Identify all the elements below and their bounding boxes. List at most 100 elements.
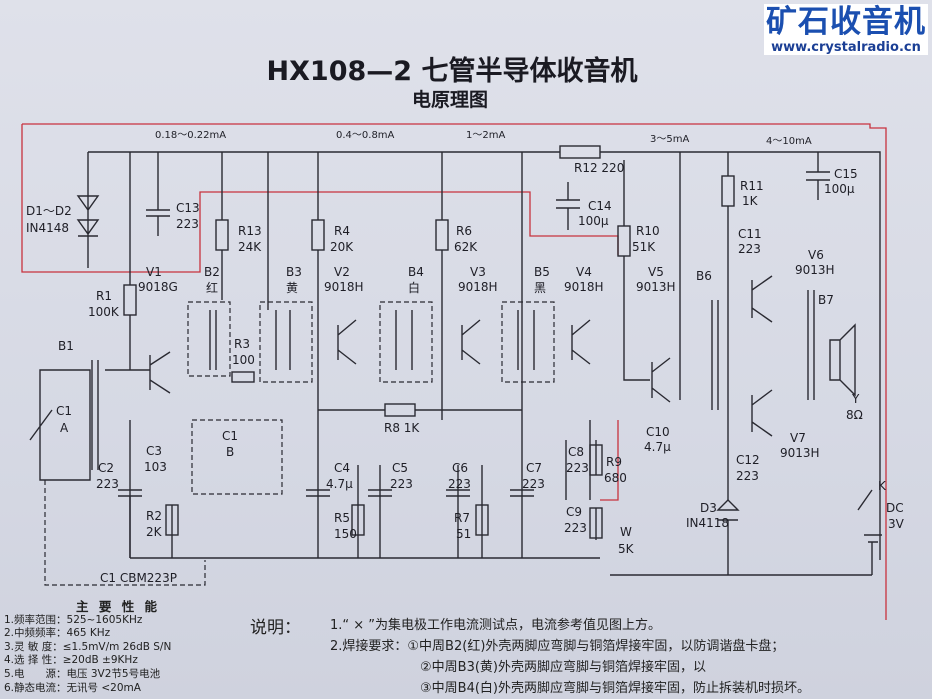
label-b3-color: 黄	[286, 281, 298, 295]
label-c9: C9	[566, 505, 582, 519]
bypass-capacitors	[306, 489, 534, 497]
label-c6: C6	[452, 461, 468, 475]
label-v4: V4	[576, 265, 592, 279]
spec-item: 4.选 择 性：≥20dB ±9KHz	[4, 654, 138, 667]
label-c6-value: 223	[448, 477, 471, 491]
label-c8-value: 223	[566, 461, 589, 475]
label-b4: B4	[408, 265, 424, 279]
tuning-capacitor-c1b	[191, 419, 283, 495]
current-label: 4～10mA	[766, 136, 812, 147]
coil-windings	[209, 310, 535, 370]
label-r11: R11	[740, 179, 764, 193]
bottom-wires	[129, 420, 523, 558]
capacitor-c14	[556, 182, 580, 230]
label-r6-value: 62K	[454, 240, 478, 254]
label-c9-value: 223	[564, 521, 587, 535]
resistor-r6	[435, 219, 449, 251]
watermark-url: www.crystalradio.cn	[764, 40, 928, 55]
label-r7-value: 51	[456, 527, 471, 541]
label-c13: C13	[176, 201, 200, 215]
label-c15-value: 100μ	[824, 182, 855, 196]
label-c5: C5	[392, 461, 408, 475]
resistor-r5	[351, 504, 365, 536]
notes-lead: 说明：	[250, 618, 301, 638]
label-cbm223p: C1 CBM223P	[100, 571, 177, 585]
label-r9: R9	[606, 455, 622, 469]
output-transformer-b6-b7	[711, 290, 815, 410]
label-d3-value: IN4118	[686, 516, 729, 530]
label-r3: R3	[234, 337, 250, 351]
label-d1-d2: D1～D2	[26, 204, 72, 218]
oscillator-coil-b2	[187, 301, 231, 377]
label-r8: R8 1K	[384, 421, 420, 435]
label-b7: B7	[818, 293, 834, 307]
label-r9-value: 680	[604, 471, 627, 485]
label-c8: C8	[568, 445, 584, 459]
label-r11-value: 1K	[742, 194, 759, 208]
resistor-r1	[123, 284, 137, 316]
label-c13-value: 223	[176, 217, 199, 231]
label-c11: C11	[738, 227, 762, 241]
label-c4: C4	[334, 461, 350, 475]
label-b5: B5	[534, 265, 550, 279]
label-dc-value: 3V	[888, 517, 905, 531]
label-r2: R2	[146, 509, 162, 523]
if-transformer-b5	[501, 301, 555, 383]
label-r4-value: 20K	[330, 240, 354, 254]
note-line: ③中周B4(白)外壳两脚应弯脚与铜箔焊接牢固，防止拆装机时损坏。	[420, 681, 810, 696]
label-d3: D3	[700, 501, 717, 515]
spec-item: 3.灵 敏 度：≤1.5mV/m 26dB S/N	[4, 640, 172, 653]
current-label: 0.18～0.22mA	[155, 130, 226, 141]
label-c12-value: 223	[736, 469, 759, 483]
label-v7: V7	[790, 431, 806, 445]
label-r12: R12 220	[574, 161, 624, 175]
label-c5-value: 223	[390, 477, 413, 491]
label-r13: R13	[238, 224, 262, 238]
label-r5-value: 150	[334, 527, 357, 541]
label-v3-value: 9018H	[458, 280, 498, 294]
label-r13-value: 24K	[238, 240, 262, 254]
label-r1-value: 100K	[88, 305, 120, 319]
label-b2-color: 红	[206, 280, 218, 295]
supply-rail	[88, 151, 881, 560]
label-c10: C10	[646, 425, 670, 439]
label-b3: B3	[286, 265, 302, 279]
label-c2-value: 223	[96, 477, 119, 491]
label-v4-value: 9018H	[564, 280, 604, 294]
label-r10-value: 51K	[632, 240, 656, 254]
capacitor-c13	[146, 152, 170, 236]
if-transformer-b3	[259, 301, 313, 383]
transistor-v1	[149, 351, 171, 394]
wire-r10	[623, 160, 650, 381]
label-w-value: 5K	[618, 542, 635, 556]
label-b4-color: 白	[408, 280, 420, 295]
specs-heading: 主 要 性 能	[76, 599, 161, 614]
label-dc: DC	[886, 501, 904, 515]
spec-item: 5.电 源：电压 3V2节5号电池	[4, 667, 161, 680]
current-label: 1～2mA	[466, 130, 505, 141]
note-line: ②中周B3(黄)外壳两脚应弯脚与铜箔焊接牢固，以	[420, 660, 706, 675]
resistor-r11	[721, 175, 735, 207]
label-c3: C3	[146, 444, 162, 458]
volume-pot-w	[589, 507, 603, 539]
label-v2-value: 9018H	[324, 280, 364, 294]
label-b6: B6	[696, 269, 712, 283]
label-c10-value: 4.7μ	[644, 440, 671, 454]
resistor-r2	[165, 504, 179, 536]
label-v3: V3	[470, 265, 486, 279]
antenna-coil-b1	[91, 360, 99, 470]
label-c11-value: 223	[738, 242, 761, 256]
capacitor-c15	[806, 152, 830, 200]
diagram-title: HX108—2 七管半导体收音机	[267, 55, 638, 87]
current-label: 3～5mA	[650, 134, 689, 145]
transistor-v7	[751, 389, 773, 437]
spec-item: 6.静态电流：无讯号 <20mA	[4, 681, 141, 694]
specifications: 主 要 性 能 1.频率范围：525~1605KHz 2.中频频率：465 KH…	[4, 600, 171, 695]
label-r7: R7	[454, 511, 470, 525]
label-c7: C7	[526, 461, 542, 475]
transistor-v5	[651, 357, 671, 403]
label-v1: V1	[146, 265, 162, 279]
transistor-v3	[461, 319, 481, 365]
tuning-capacitor-c1a	[29, 369, 91, 481]
